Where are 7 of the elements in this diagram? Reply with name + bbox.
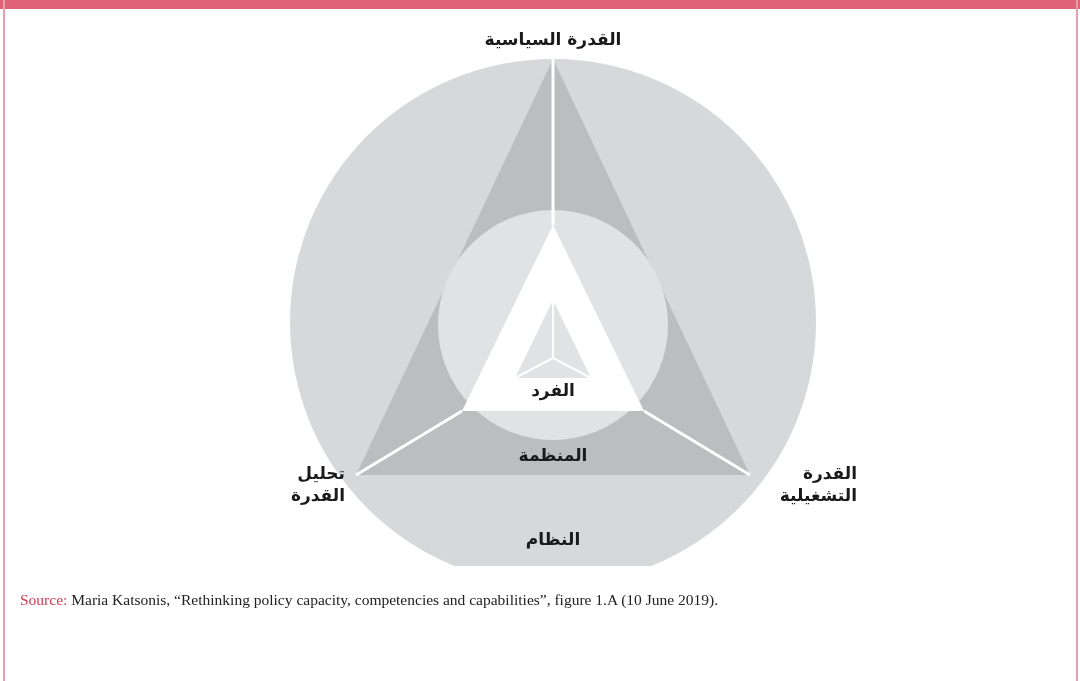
vertex-label: القدرة السياسية bbox=[483, 28, 623, 50]
vertex-label: القدرة التشغيلية bbox=[778, 462, 857, 506]
node-label: الفرد bbox=[531, 380, 575, 400]
node-label: النظام bbox=[525, 529, 581, 549]
source-caption: Source: Maria Katsonis, “Rethinking policy capacity, competencies and capabilities”, figure 1.A (10 June 2019). bbox=[20, 590, 720, 610]
node-label: المنظمة bbox=[518, 445, 588, 465]
vertex-label: تحليل القدرة bbox=[289, 462, 345, 506]
